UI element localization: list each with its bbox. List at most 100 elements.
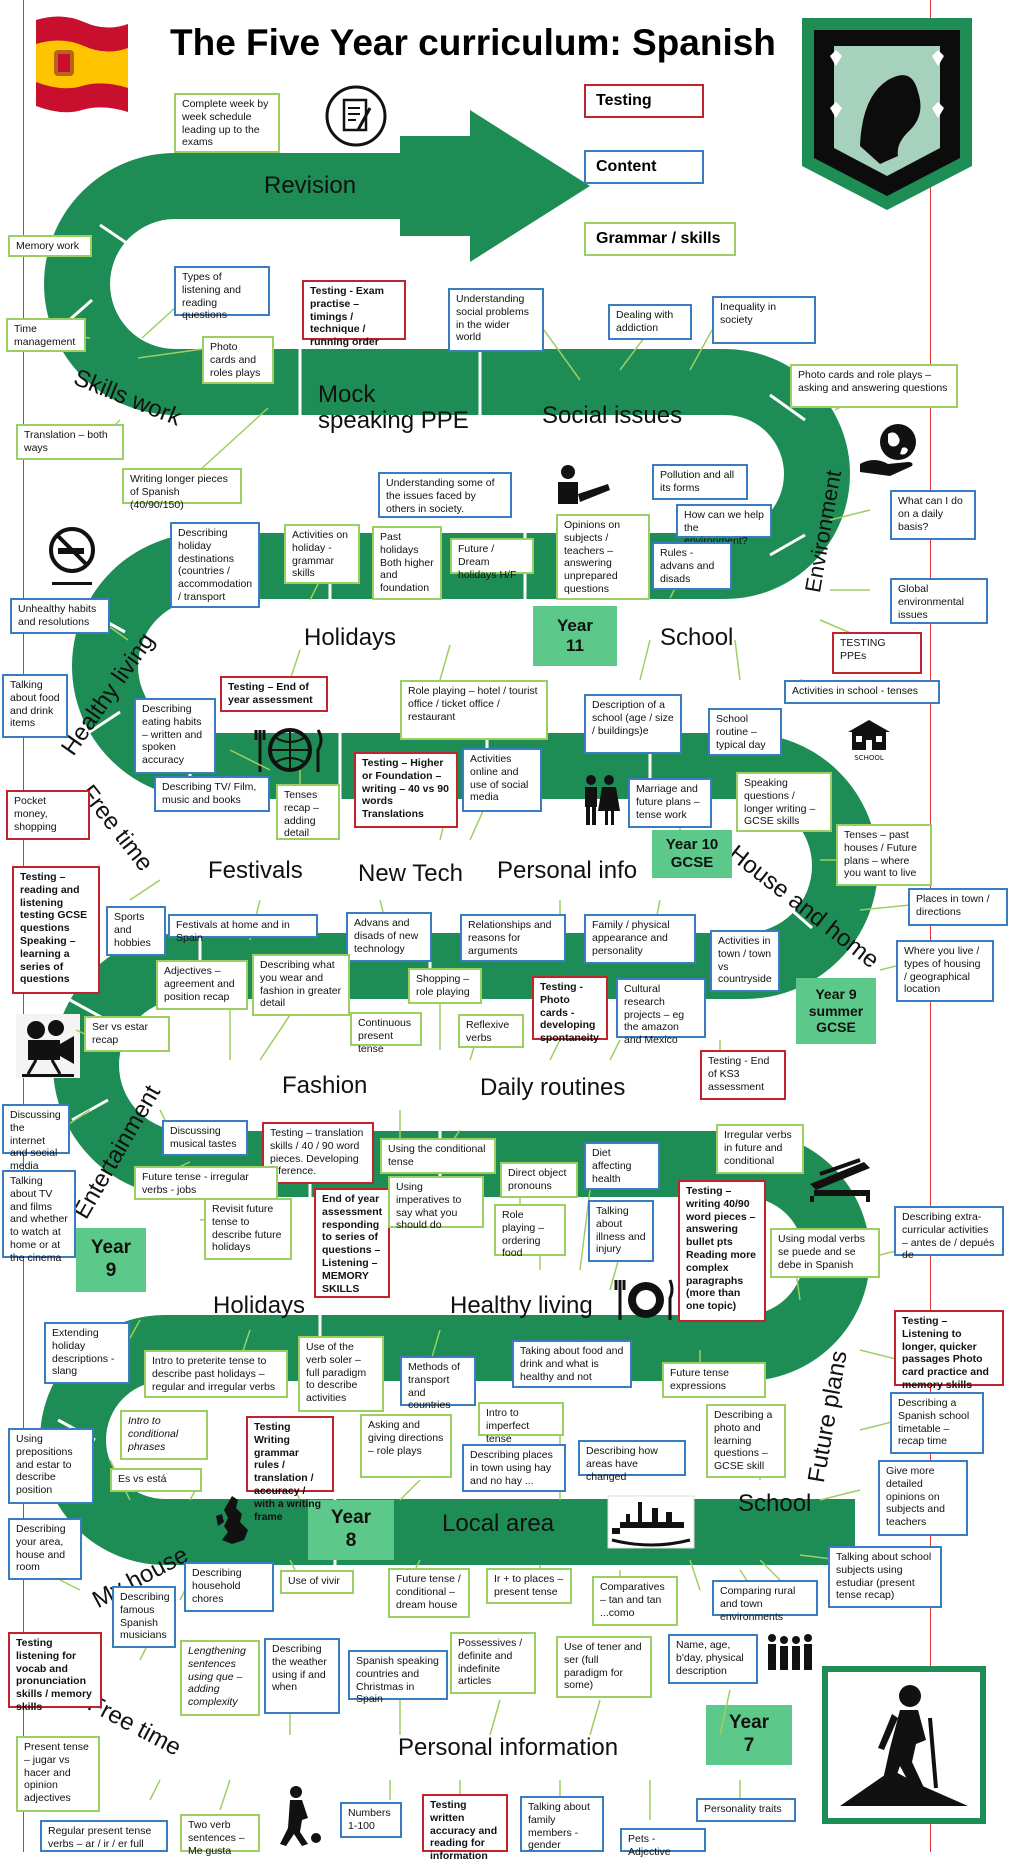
topic-box: Intro to imperfect tense xyxy=(478,1402,564,1445)
topic-box: Understanding some of the issues faced b… xyxy=(378,472,512,518)
topic-box: Comparatives – tan and tan ...como xyxy=(592,1576,678,1626)
topic-box: Extending holiday descriptions - slang xyxy=(44,1322,130,1384)
topic-box: Role playing – ordering food xyxy=(494,1204,566,1259)
segment-personal-information: Personal information xyxy=(398,1734,619,1761)
topic-box: Role playing – hotel / tourist office / … xyxy=(400,680,548,740)
testing-box: Testing – Listening to longer, quicker p… xyxy=(894,1310,1004,1391)
segment-daily-routines: Daily routines xyxy=(480,1074,626,1101)
world-dining-icon xyxy=(254,728,323,772)
topic-box: Asking and giving directions – role play… xyxy=(360,1414,452,1478)
topic-box: Describing extra-curricular activities –… xyxy=(894,1206,1004,1261)
topic-box: Unhealthy habits and resolutions xyxy=(10,598,110,634)
legend-content: Content xyxy=(584,150,704,184)
topic-box: Future tense - irregular verbs - jobs xyxy=(134,1166,278,1200)
topic-box: Give more detailed opinions on subjects … xyxy=(878,1460,968,1536)
topic-box: Pollution and all its forms xyxy=(652,464,748,500)
topic-box: Talking about TV and films and whether t… xyxy=(2,1170,76,1264)
footballer-icon xyxy=(280,1786,321,1846)
topic-box: Speaking questions / longer writing – GC… xyxy=(736,772,832,832)
svg-text:SCHOOL: SCHOOL xyxy=(854,754,884,762)
topic-box: Describing eating habits – written and s… xyxy=(134,698,216,774)
topic-box: Past holidays Both higher and foundation xyxy=(372,526,442,600)
testing-box: Testing - Photo cards - developing spont… xyxy=(532,976,608,1044)
topic-box: Revisit future tense to describe future … xyxy=(204,1198,292,1260)
topic-box: Inequality in society xyxy=(712,296,816,344)
topic-box: Describing places in town using hay and … xyxy=(462,1444,566,1492)
document-pen-icon xyxy=(325,85,387,147)
topic-box: School routine – typical day xyxy=(708,708,782,756)
testing-box: Testing - Exam practise – timings / tech… xyxy=(302,280,406,348)
topic-box: Present tense – jugar vs hacer and opini… xyxy=(16,1736,100,1812)
city-skyline-icon xyxy=(607,1495,695,1549)
testing-box: Testing – reading and listening testing … xyxy=(12,866,100,994)
topic-box: Types of listening and reading questions xyxy=(174,266,270,321)
topic-box: Where you live / types of housing / geog… xyxy=(896,940,994,1002)
topic-box: Dealing with addiction xyxy=(608,304,692,340)
person-reading-icon xyxy=(558,465,610,504)
topic-box: Adjectives – agreement and position reca… xyxy=(156,960,248,1010)
topic-box: Discussing the internet and social media xyxy=(2,1104,70,1172)
topic-box: Future tense expressions xyxy=(662,1362,766,1398)
topic-box: Describing TV/ Film, music and books xyxy=(154,776,270,812)
topic-box: Photo cards and roles plays xyxy=(202,336,274,384)
topic-box: Two verb sentences – Me gusta xyxy=(180,1814,260,1857)
topic-box: Understanding social problems in the wid… xyxy=(448,288,544,352)
topic-box: Time management xyxy=(6,318,86,352)
testing-box: Testing - End of KS3 assessment xyxy=(700,1050,786,1100)
no-smoking-icon xyxy=(49,527,95,585)
topic-box: Direct object pronouns xyxy=(500,1162,578,1198)
topic-box: Activities in town / town vs countryside xyxy=(710,930,780,992)
testing-box: Testing – End of year assessment xyxy=(220,676,328,712)
year-9-badge: Year 9 xyxy=(76,1228,146,1292)
topic-box: Describing a photo and learning question… xyxy=(706,1404,786,1478)
topic-box: Describing the weather using if and when xyxy=(264,1638,340,1714)
uk-map-icon xyxy=(216,1496,248,1544)
testing-box: Testing written accuracy and reading for… xyxy=(422,1794,508,1862)
topic-box: Ser vs estar recap xyxy=(84,1016,170,1052)
topic-box: Describing a Spanish school timetable – … xyxy=(890,1392,984,1454)
topic-box: Activities in school - tenses xyxy=(784,680,940,704)
dinner-plate-icon xyxy=(614,1279,674,1320)
testing-box: Testing – Higher or Foundation – writing… xyxy=(354,752,458,828)
globe-hand-icon xyxy=(860,424,916,476)
topic-box: Numbers 1-100 xyxy=(340,1802,402,1838)
topic-box: Using prepositions and estar to describe… xyxy=(8,1428,94,1504)
topic-box: Tenses – past houses / Future plans – wh… xyxy=(836,824,932,886)
topic-box: Places in town / directions xyxy=(908,888,1008,926)
year-10-gcse-badge: Year 10 GCSE xyxy=(652,830,732,878)
topic-box: Relationships and reasons for arguments xyxy=(460,914,566,962)
segment-social-issues: Social issues xyxy=(542,402,683,429)
year-11-badge: Year 11 xyxy=(533,606,617,666)
topic-box: Use of vivir xyxy=(280,1570,354,1594)
topic-box: Future / Dream holidays H/F xyxy=(450,538,534,581)
topic-box: Describing how areas have changed xyxy=(578,1440,686,1483)
segment-school-y8: School xyxy=(738,1490,812,1517)
segment-mock-speaking: Mock speaking PPE xyxy=(318,381,469,435)
segment-school-y11: School xyxy=(660,624,734,651)
topic-box: Activities on holiday - grammar skills xyxy=(284,524,360,584)
topic-box: Advans and disads of new technology xyxy=(346,912,432,962)
topic-box: Marriage and future plans – tense work xyxy=(628,778,712,828)
topic-box: Comparing rural and town environments xyxy=(712,1580,818,1623)
topic-box: Talking about family members - gender xyxy=(520,1796,604,1852)
topic-box: Using the conditional tense xyxy=(380,1138,496,1174)
topic-box: Festivals at home and in Spain xyxy=(168,914,318,944)
topic-box: Using imperatives to say what you should… xyxy=(388,1176,484,1231)
segment-holidays-y11: Holidays xyxy=(304,624,397,651)
topic-box: Pets - Adjective xyxy=(620,1828,706,1858)
testing-box: Testing listening for vocab and pronunci… xyxy=(8,1632,102,1713)
topic-box: Es vs está xyxy=(110,1468,202,1492)
topic-box: Lengthening sentences using que – adding… xyxy=(180,1640,260,1716)
topic-box: Using modal verbs se puede and se debe i… xyxy=(770,1228,880,1278)
topic-box: Continuous present tense xyxy=(350,1012,422,1055)
topic-box: Sports and hobbies xyxy=(106,906,166,956)
school-building-icon: SCHOOL xyxy=(848,720,890,762)
testing-box: End of year assessment responding to ser… xyxy=(314,1188,390,1298)
topic-box: Activities online and use of social medi… xyxy=(462,748,542,812)
topic-box: Talking about school subjects using estu… xyxy=(828,1546,942,1608)
segment-new-tech: New Tech xyxy=(358,860,463,887)
topic-box: Ir + to places – present tense xyxy=(486,1568,572,1604)
revision-arrowhead xyxy=(400,110,590,262)
topic-box: Irregular verbs in future and conditiona… xyxy=(716,1124,804,1174)
